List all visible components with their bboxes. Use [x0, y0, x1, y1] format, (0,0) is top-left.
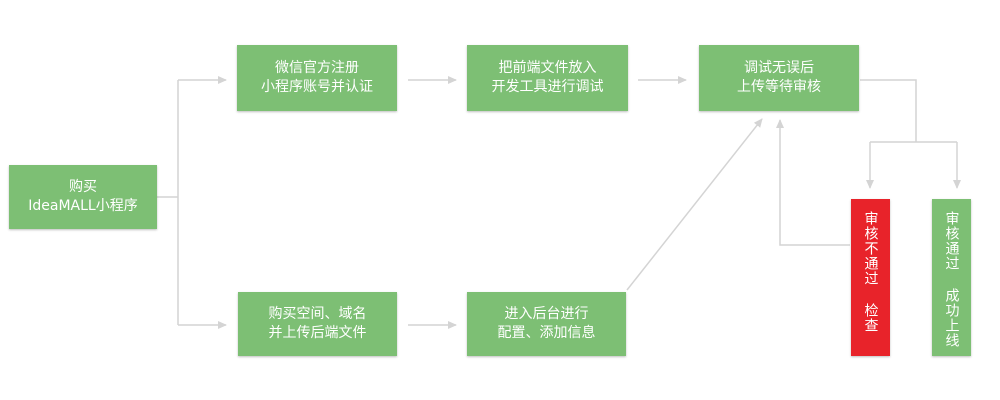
node-frontend-line-1: 把前端文件放入	[498, 60, 597, 76]
connector-backend-to-debug	[626, 118, 763, 291]
node-review-fail-text: 审核不通过 检查	[862, 211, 879, 333]
node-review-fail: 审核不通过 检查	[851, 199, 890, 356]
node-register-line-1: 微信官方注册	[275, 60, 359, 76]
connector-fail-feedback	[776, 119, 850, 246]
node-buy-space: 购买空间、域名 并上传后端文件	[238, 292, 397, 356]
node-backend-config: 进入后台进行 配置、添加信息	[467, 292, 626, 356]
node-backend-config-line-1: 进入后台进行	[504, 306, 589, 322]
node-buy-line-2: IdeaMALL小程序	[28, 198, 138, 214]
node-buy-line-1: 购买	[69, 179, 97, 195]
node-frontend: 把前端文件放入 开发工具进行调试	[467, 45, 628, 111]
node-debug-submit-line-1: 调试无误后	[744, 60, 814, 76]
node-review-pass: 审核通过 成功上线	[932, 199, 971, 356]
node-buy-space-line-1: 购买空间、域名	[268, 306, 367, 322]
node-register-line-2: 小程序账号并认证	[261, 79, 373, 95]
node-backend-config-line-2: 配置、添加信息	[497, 325, 596, 341]
connector-debug-to-split	[860, 79, 917, 142]
node-frontend-line-2: 开发工具进行调试	[491, 79, 604, 95]
node-register: 微信官方注册 小程序账号并认证	[237, 45, 397, 111]
node-debug-submit-line-2: 上传等待审核	[737, 79, 821, 95]
node-review-pass-text: 审核通过 成功上线	[943, 211, 960, 348]
node-buy: 购买 IdeaMALL小程序	[9, 165, 157, 229]
node-buy-space-line-2: 并上传后端文件	[268, 325, 367, 341]
node-debug-submit: 调试无误后 上传等待审核	[699, 45, 859, 111]
